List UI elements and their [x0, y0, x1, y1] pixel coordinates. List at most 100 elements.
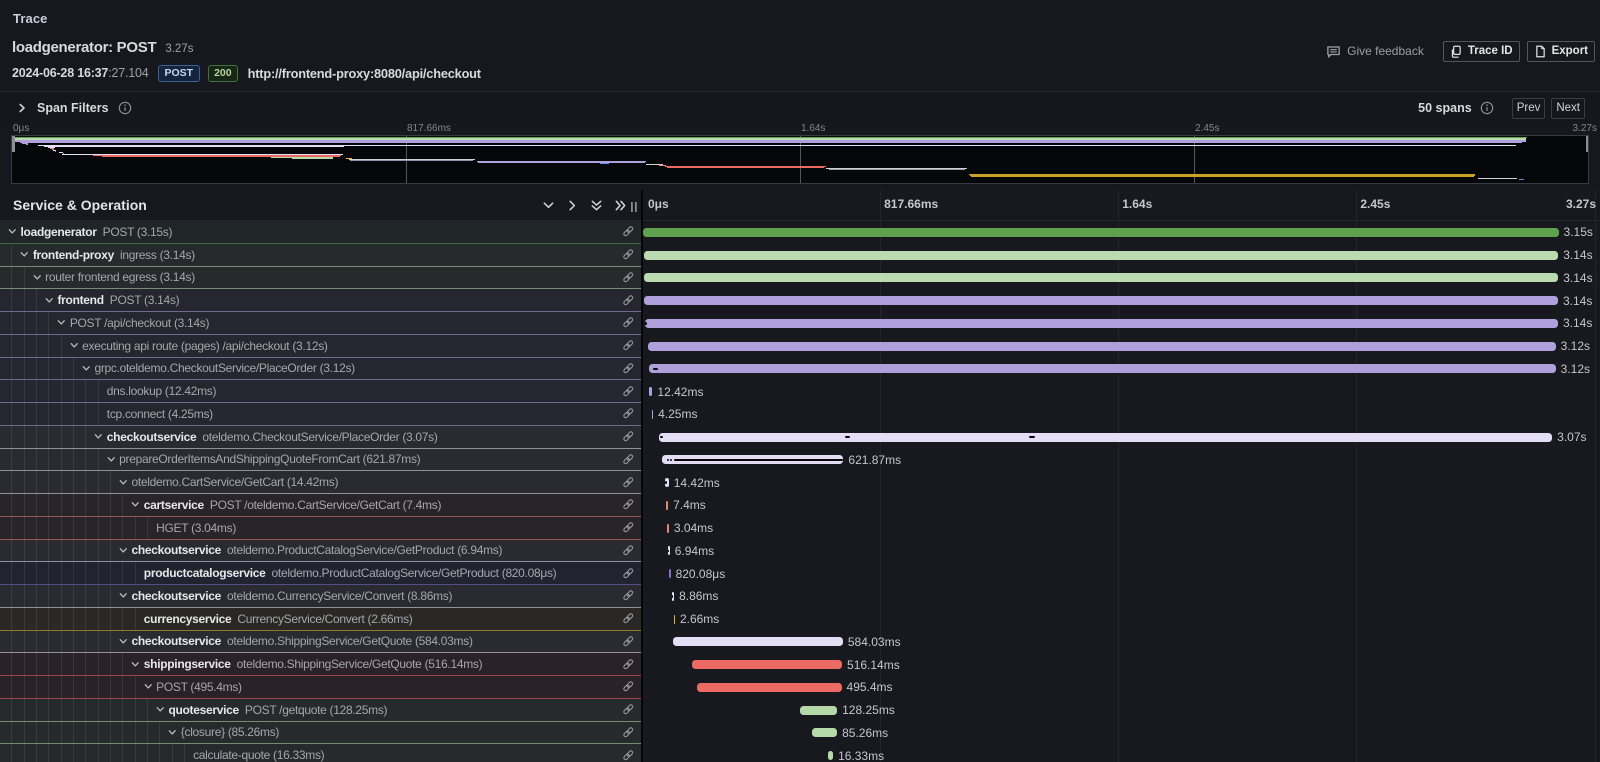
info-icon[interactable]	[118, 101, 132, 115]
span-timeline-cell[interactable]: 7.4ms	[643, 494, 1600, 517]
span-timeline-cell[interactable]: 12.42ms	[643, 380, 1600, 403]
span-timeline-cell[interactable]: 3.14s	[643, 289, 1600, 312]
span-link-icon[interactable]	[622, 476, 635, 489]
chevron-down-icon[interactable]	[57, 318, 66, 327]
span-timeline-cell[interactable]: 85.26ms	[643, 722, 1600, 745]
span-bar[interactable]	[644, 250, 1559, 260]
span-link-icon[interactable]	[622, 294, 635, 307]
span-filters-toggle[interactable]: Span Filters	[17, 92, 132, 124]
span-timeline-cell[interactable]: 621.87ms	[643, 449, 1600, 472]
chevron-down-icon[interactable]	[94, 432, 103, 441]
chevron-down-icon[interactable]	[82, 364, 91, 373]
chevron-down-icon[interactable]	[8, 227, 17, 236]
expand-all-icon[interactable]	[608, 199, 632, 212]
span-link-icon[interactable]	[622, 680, 635, 693]
span-name-cell[interactable]: POST (495.4ms)	[0, 676, 641, 699]
expand-one-icon[interactable]	[560, 199, 584, 212]
span-link-icon[interactable]	[622, 703, 635, 716]
span-timeline-cell[interactable]: 3.07s	[643, 426, 1600, 449]
span-link-icon[interactable]	[622, 339, 635, 352]
span-bar[interactable]	[651, 409, 654, 419]
span-timeline-cell[interactable]: 516.14ms	[643, 653, 1600, 676]
chevron-down-icon[interactable]	[20, 250, 29, 259]
span-bar[interactable]	[669, 569, 671, 579]
span-link-icon[interactable]	[622, 453, 635, 466]
span-name-cell[interactable]: tcp.connect (4.25ms)	[0, 403, 641, 426]
chevron-down-icon[interactable]	[45, 296, 54, 305]
trace-id-button[interactable]: Trace ID	[1442, 40, 1520, 62]
span-link-icon[interactable]	[622, 362, 635, 375]
span-bar[interactable]	[799, 705, 838, 715]
span-bar[interactable]	[648, 387, 653, 397]
span-timeline-cell[interactable]: 3.14s	[643, 267, 1600, 290]
span-timeline-cell[interactable]: 3.14s	[643, 244, 1600, 267]
span-bar[interactable]	[644, 273, 1559, 283]
span-timeline-cell[interactable]: 4.25ms	[643, 403, 1600, 426]
span-timeline-cell[interactable]: 3.12s	[643, 358, 1600, 381]
collapse-all-icon[interactable]	[584, 199, 608, 212]
span-link-icon[interactable]	[622, 385, 635, 398]
span-timeline-cell[interactable]: 8.86ms	[643, 585, 1600, 608]
chevron-down-icon[interactable]	[119, 478, 128, 487]
span-timeline-cell[interactable]: 2.66ms	[643, 608, 1600, 631]
chevron-down-icon[interactable]	[70, 341, 79, 350]
span-timeline-cell[interactable]: 584.03ms	[643, 631, 1600, 654]
span-link-icon[interactable]	[622, 225, 635, 238]
span-link-icon[interactable]	[622, 316, 635, 329]
span-bar[interactable]	[828, 751, 834, 761]
chevron-down-icon[interactable]	[131, 500, 140, 509]
span-link-icon[interactable]	[622, 521, 635, 534]
span-name-cell[interactable]: POST /api/checkout (3.14s)	[0, 312, 641, 335]
column-resize-grip[interactable]	[630, 202, 638, 212]
span-bar[interactable]	[673, 614, 675, 624]
span-link-icon[interactable]	[622, 612, 635, 625]
next-button[interactable]: Next	[1551, 97, 1585, 119]
span-timeline-cell[interactable]: 820.08μs	[643, 562, 1600, 585]
chevron-down-icon[interactable]	[119, 546, 128, 555]
span-bar[interactable]	[697, 682, 842, 692]
span-name-cell[interactable]: HGET (3.04ms)	[0, 516, 641, 540]
chevron-down-icon[interactable]	[33, 273, 42, 282]
chevron-down-icon[interactable]	[131, 660, 140, 669]
span-timeline-cell[interactable]: 495.4ms	[643, 676, 1600, 699]
span-link-icon[interactable]	[622, 430, 635, 443]
span-name-cell[interactable]: calculate-quote (16.33ms)	[0, 744, 641, 762]
span-name-cell[interactable]: {closure} (85.26ms)	[0, 721, 641, 745]
span-link-icon[interactable]	[622, 749, 635, 762]
span-timeline-cell[interactable]: 128.25ms	[643, 699, 1600, 722]
span-link-icon[interactable]	[622, 658, 635, 671]
span-name-cell[interactable]: router frontend egress (3.14s)	[0, 266, 641, 290]
span-link-icon[interactable]	[622, 271, 635, 284]
span-link-icon[interactable]	[622, 567, 635, 580]
span-timeline-cell[interactable]: 6.94ms	[643, 540, 1600, 563]
span-link-icon[interactable]	[622, 248, 635, 261]
span-timeline-cell[interactable]: 3.14s	[643, 312, 1600, 335]
chevron-down-icon[interactable]	[107, 455, 116, 464]
span-name-cell[interactable]: dns.lookup (12.42ms)	[0, 380, 641, 403]
minimap[interactable]	[11, 135, 1589, 184]
span-bar[interactable]	[812, 728, 838, 738]
column-divider[interactable]	[641, 190, 643, 762]
chevron-down-icon[interactable]	[119, 637, 128, 646]
info-icon[interactable]	[1480, 101, 1494, 115]
span-link-icon[interactable]	[622, 544, 635, 557]
span-link-icon[interactable]	[622, 498, 635, 511]
span-timeline-cell[interactable]: 3.04ms	[643, 517, 1600, 540]
span-bar[interactable]	[665, 500, 669, 510]
span-link-icon[interactable]	[622, 407, 635, 420]
chevron-down-icon[interactable]	[168, 728, 177, 737]
collapse-one-icon[interactable]	[536, 199, 560, 212]
span-bar[interactable]	[644, 296, 1558, 306]
span-bar[interactable]	[643, 227, 1559, 237]
